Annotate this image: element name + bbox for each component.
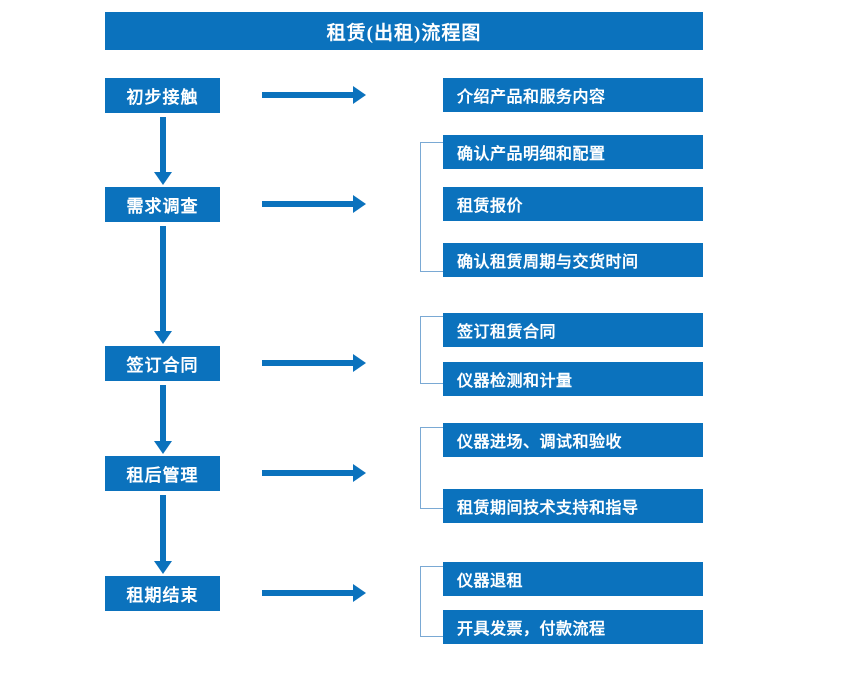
detail-box-5[interactable]: 签订租赁合同 xyxy=(443,313,703,347)
stage-node-2[interactable]: 需求调查 xyxy=(105,187,220,222)
branch-arrow-right-5 xyxy=(262,584,366,602)
detail-box-8[interactable]: 租赁期间技术支持和指导 xyxy=(443,489,703,523)
detail-box-7[interactable]: 仪器进场、调试和验收 xyxy=(443,423,703,457)
diagram-title: 租赁(出租)流程图 xyxy=(105,12,703,50)
branch-arrow-right-2 xyxy=(262,195,366,213)
group-bracket-2 xyxy=(420,142,443,272)
flow-arrow-down-1 xyxy=(154,117,172,185)
detail-box-6[interactable]: 仪器检测和计量 xyxy=(443,362,703,396)
flow-arrow-down-4 xyxy=(154,495,172,574)
stage-node-5[interactable]: 租期结束 xyxy=(105,576,220,611)
branch-arrow-right-4 xyxy=(262,464,366,482)
stage-node-3[interactable]: 签订合同 xyxy=(105,346,220,381)
group-bracket-4 xyxy=(420,427,443,509)
flow-arrow-down-3 xyxy=(154,385,172,454)
stage-node-1[interactable]: 初步接触 xyxy=(105,78,220,113)
stage-node-4[interactable]: 租后管理 xyxy=(105,456,220,491)
detail-box-2[interactable]: 确认产品明细和配置 xyxy=(443,135,703,169)
detail-box-1[interactable]: 介绍产品和服务内容 xyxy=(443,78,703,112)
branch-arrow-right-1 xyxy=(262,86,366,104)
detail-box-4[interactable]: 确认租赁周期与交货时间 xyxy=(443,243,703,277)
detail-box-10[interactable]: 开具发票，付款流程 xyxy=(443,610,703,644)
group-bracket-5 xyxy=(420,566,443,637)
detail-box-3[interactable]: 租赁报价 xyxy=(443,187,703,221)
flow-arrow-down-2 xyxy=(154,226,172,344)
detail-box-9[interactable]: 仪器退租 xyxy=(443,562,703,596)
branch-arrow-right-3 xyxy=(262,354,366,372)
group-bracket-3 xyxy=(420,316,443,384)
